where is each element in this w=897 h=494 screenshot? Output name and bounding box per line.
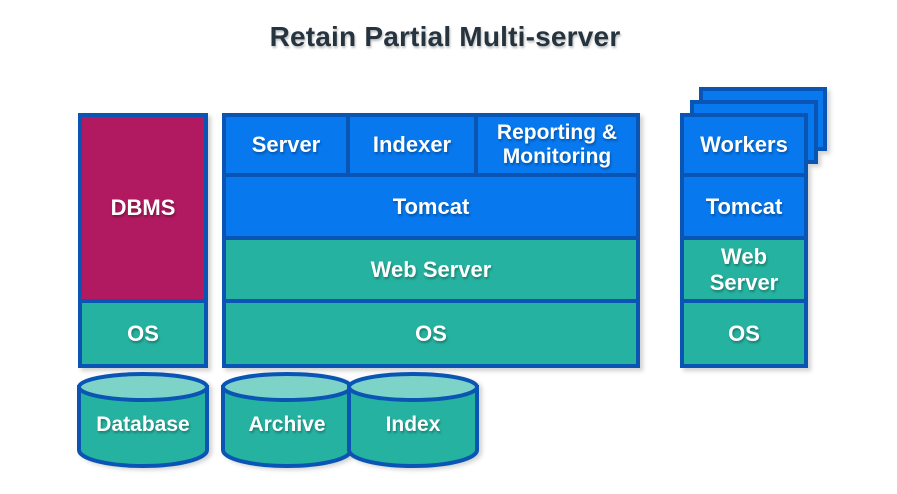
index-cylinder-shape (347, 372, 479, 468)
box-web-server-middle: Web Server (222, 236, 640, 303)
app-modules-row: Server Indexer Reporting & Monitoring (222, 113, 640, 177)
box-os-left: OS (78, 299, 208, 368)
box-tomcat-right: Tomcat (680, 173, 808, 240)
box-os-right: OS (680, 299, 808, 368)
web-server-right-label: Web Server (709, 244, 779, 295)
cylinder-database: Database (76, 371, 210, 471)
box-web-server-right: Web Server (680, 236, 808, 303)
box-workers: Workers (680, 113, 808, 177)
archive-cylinder-shape (221, 372, 353, 468)
diagram-title: Retain Partial Multi-server (269, 21, 621, 52)
column-worker-server: Workers Tomcat Web Server OS (680, 87, 827, 368)
box-os-middle: OS (222, 299, 640, 368)
database-cylinder-shape (77, 372, 209, 468)
box-indexer: Indexer (346, 113, 478, 177)
column-dbms-server: DBMS OS (78, 113, 208, 368)
cylinder-index-label: Index (385, 413, 441, 436)
cylinder-database-label: Database (96, 413, 190, 436)
box-tomcat-middle: Tomcat (222, 173, 640, 240)
box-dbms: DBMS (78, 113, 208, 303)
workers-stack: Workers (680, 87, 827, 177)
column-app-server: Server Indexer Reporting & Monitoring To… (222, 113, 640, 368)
box-reporting-monitoring: Reporting & Monitoring (474, 113, 640, 177)
cylinder-archive-label: Archive (248, 413, 326, 436)
cylinder-archive: Archive (220, 371, 354, 471)
cylinder-index: Index (346, 371, 480, 471)
box-server: Server (222, 113, 350, 177)
